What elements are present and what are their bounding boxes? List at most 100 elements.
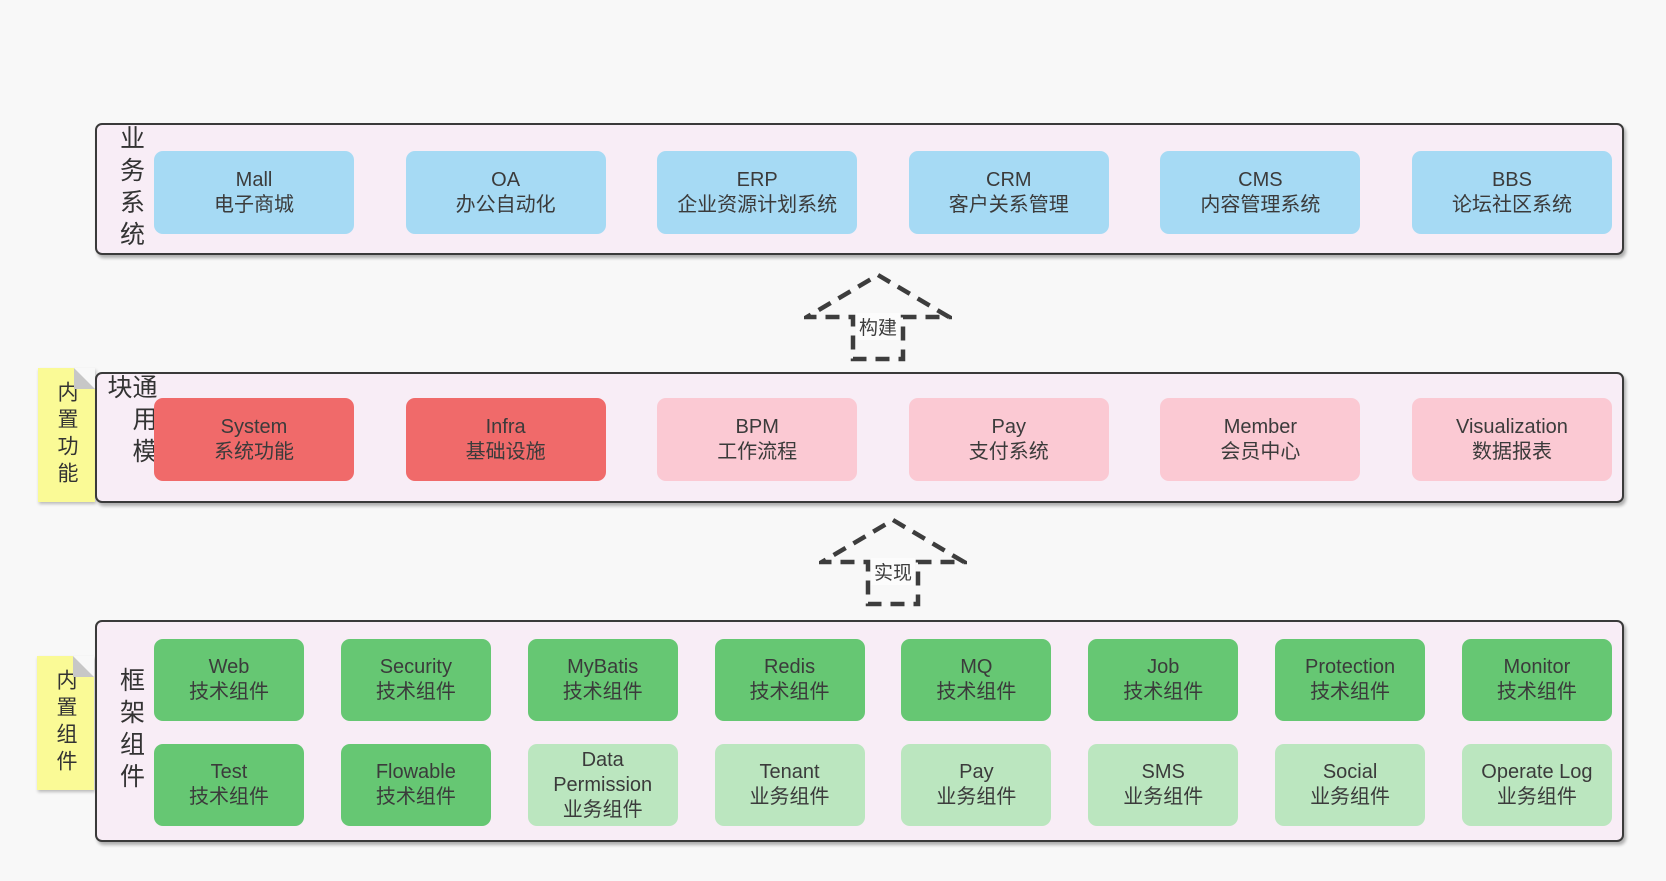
box-name: Monitor bbox=[1503, 656, 1571, 678]
box-web: Web 技术组件 bbox=[154, 639, 304, 721]
box-subtitle: 业务组件 bbox=[1123, 786, 1204, 808]
box-name: MyBatis bbox=[567, 656, 639, 678]
up-block-arrow-icon bbox=[819, 517, 967, 607]
box-subtitle: 论坛社区系统 bbox=[1451, 193, 1572, 216]
box-bpm: BPM 工作流程 bbox=[657, 398, 858, 481]
box-test: Test 技术组件 bbox=[154, 744, 304, 826]
build-arrow-label: 构建 bbox=[855, 313, 901, 340]
box-redis: Redis 技术组件 bbox=[714, 639, 865, 721]
components-box-row-1: Web 技术组件 Security 技术组件 MyBatis 技术组件 Redi… bbox=[154, 639, 1612, 721]
box-name: CMS bbox=[1238, 168, 1283, 191]
box-subtitle: 技术组件 bbox=[936, 681, 1017, 703]
box-name: BPM bbox=[735, 415, 779, 438]
box-mybatis: MyBatis 技术组件 bbox=[527, 639, 678, 721]
box-subtitle: 技术组件 bbox=[375, 681, 456, 703]
sticky-note-builtin-features: 内置功能 bbox=[38, 368, 95, 502]
band-label-text: 通用模块 bbox=[104, 374, 157, 470]
band-business-systems: 业务系统 Mall 电子商城 OA 办公自动化 ERP 企业资源计划系统 CRM… bbox=[95, 123, 1624, 255]
box-member: Member 会员中心 bbox=[1160, 398, 1361, 481]
box-subtitle: 电子商城 bbox=[214, 193, 294, 216]
box-tenant: Tenant 业务组件 bbox=[714, 744, 865, 826]
build-arrow: 构建 bbox=[804, 272, 952, 362]
box-subtitle: 技术组件 bbox=[189, 786, 269, 808]
box-subtitle: 客户关系管理 bbox=[948, 193, 1069, 216]
box-security: Security 技术组件 bbox=[340, 639, 491, 721]
band-label-text: 业务系统 bbox=[116, 125, 145, 253]
box-pay-component: Pay 业务组件 bbox=[901, 744, 1052, 826]
box-subtitle: 工作流程 bbox=[717, 440, 798, 463]
sticky-note-builtin-components: 内置组件 bbox=[37, 656, 94, 790]
band-common-modules: 通用模块 System 系统功能 Infra 基础设施 BPM 工作流程 Pay… bbox=[95, 372, 1624, 503]
box-monitor: Monitor 技术组件 bbox=[1461, 639, 1612, 721]
box-flowable: Flowable 技术组件 bbox=[340, 744, 491, 826]
box-name: Pay bbox=[959, 761, 994, 783]
business-box-row: Mall 电子商城 OA 办公自动化 ERP 企业资源计划系统 CRM 客户关系… bbox=[154, 151, 1612, 234]
box-name: Pay bbox=[991, 415, 1027, 438]
box-name: System bbox=[220, 415, 288, 438]
box-subtitle: 基础设施 bbox=[465, 440, 546, 463]
box-subtitle: 技术组件 bbox=[562, 681, 643, 703]
band-label-text: 框架组件 bbox=[116, 667, 145, 795]
box-name: Redis bbox=[763, 656, 816, 678]
box-mall: Mall 电子商城 bbox=[154, 151, 354, 234]
box-data-permission: Data Permission 业务组件 bbox=[527, 744, 678, 826]
box-social: Social 业务组件 bbox=[1275, 744, 1426, 826]
box-name: Flowable bbox=[375, 761, 456, 783]
box-erp: ERP 企业资源计划系统 bbox=[657, 151, 858, 234]
folded-corner-icon bbox=[73, 656, 94, 677]
box-name: Job bbox=[1147, 656, 1180, 678]
box-infra: Infra 基础设施 bbox=[405, 398, 606, 481]
box-subtitle: 技术组件 bbox=[375, 786, 456, 808]
box-name: Member bbox=[1223, 415, 1298, 438]
components-box-row-2: Test 技术组件 Flowable 技术组件 Data Permission … bbox=[154, 744, 1612, 826]
box-name: Operate Log bbox=[1481, 761, 1593, 783]
box-system: System 系统功能 bbox=[154, 398, 354, 481]
box-name: Mall bbox=[235, 168, 273, 191]
box-crm: CRM 客户关系管理 bbox=[908, 151, 1109, 234]
box-name: Protection bbox=[1305, 656, 1396, 678]
box-cms: CMS 内容管理系统 bbox=[1160, 151, 1361, 234]
box-subtitle: 技术组件 bbox=[749, 681, 830, 703]
box-name: BBS bbox=[1491, 168, 1532, 191]
box-name: Test bbox=[210, 761, 248, 783]
band-framework-components: 框架组件 Web 技术组件 Security 技术组件 MyBatis 技术组件… bbox=[95, 620, 1624, 842]
box-subtitle: 会员中心 bbox=[1220, 440, 1301, 463]
box-name: MQ bbox=[960, 656, 993, 678]
box-subtitle: 技术组件 bbox=[1123, 681, 1204, 703]
band-label-modules: 通用模块 bbox=[104, 374, 157, 501]
box-name: ERP bbox=[736, 168, 778, 191]
band-label-business: 业务系统 bbox=[112, 125, 148, 253]
box-name: CRM bbox=[986, 168, 1032, 191]
box-subtitle: 技术组件 bbox=[1496, 681, 1577, 703]
box-sms: SMS 业务组件 bbox=[1088, 744, 1239, 826]
box-subtitle: 内容管理系统 bbox=[1200, 193, 1321, 216]
box-name: Security bbox=[379, 656, 452, 678]
implement-arrow-label: 实现 bbox=[870, 558, 916, 585]
box-name: Web bbox=[208, 656, 250, 678]
folded-corner-icon bbox=[74, 368, 95, 389]
box-name: SMS bbox=[1141, 761, 1185, 783]
box-oa: OA 办公自动化 bbox=[405, 151, 606, 234]
box-name: Visualization bbox=[1456, 415, 1568, 438]
box-name: Social bbox=[1322, 761, 1378, 783]
box-pay-module: Pay 支付系统 bbox=[908, 398, 1109, 481]
box-subtitle: 企业资源计划系统 bbox=[677, 193, 838, 216]
sticky-note-text: 内置功能 bbox=[55, 381, 78, 489]
box-name: Data Permission bbox=[553, 748, 653, 796]
box-visualization: Visualization 数据报表 bbox=[1411, 398, 1612, 481]
box-subtitle: 技术组件 bbox=[189, 681, 269, 703]
sticky-note-text: 内置组件 bbox=[54, 669, 77, 777]
box-subtitle: 数据报表 bbox=[1471, 440, 1552, 463]
box-subtitle: 业务组件 bbox=[1310, 786, 1391, 808]
box-job: Job 技术组件 bbox=[1088, 639, 1239, 721]
box-name: Tenant bbox=[759, 761, 820, 783]
box-subtitle: 办公自动化 bbox=[455, 193, 556, 216]
box-subtitle: 技术组件 bbox=[1310, 681, 1391, 703]
box-subtitle: 业务组件 bbox=[936, 786, 1017, 808]
band-label-components: 框架组件 bbox=[112, 622, 148, 840]
box-protection: Protection 技术组件 bbox=[1275, 639, 1426, 721]
box-operate-log: Operate Log 业务组件 bbox=[1461, 744, 1612, 826]
implement-arrow: 实现 bbox=[819, 517, 967, 607]
modules-box-row: System 系统功能 Infra 基础设施 BPM 工作流程 Pay 支付系统… bbox=[154, 398, 1612, 481]
